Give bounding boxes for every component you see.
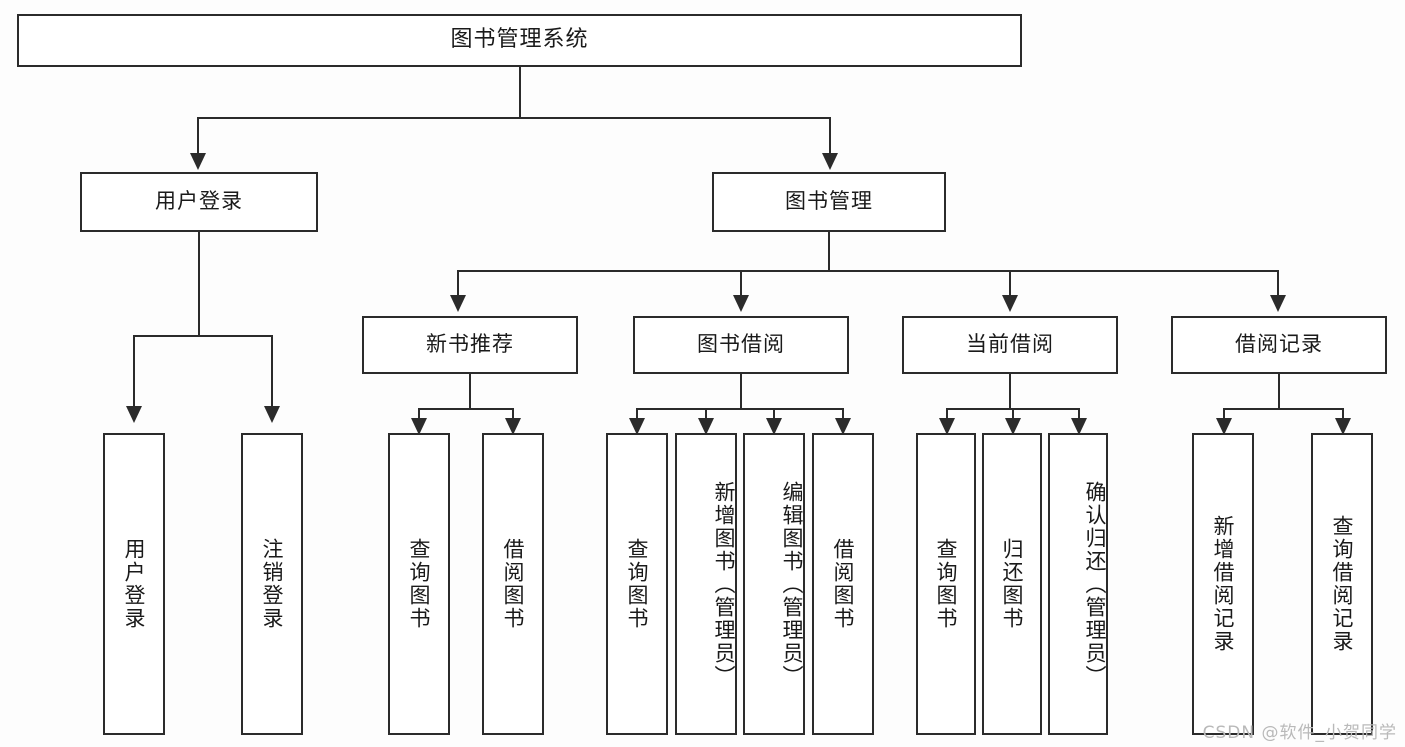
arrowhead-to-borrow-record: [1270, 295, 1286, 312]
connector-user-login-left: [133, 335, 135, 408]
arrowhead-to-new-book-recommend: [450, 295, 466, 312]
leaf-add-borrow-record[interactable]: 新增借阅记录: [1192, 433, 1254, 735]
leaf-logout[interactable]: 注销登录: [241, 433, 303, 735]
node-new-book-recommend[interactable]: 新书推荐: [362, 316, 578, 374]
arrowhead-user-login-leaf-1: [126, 406, 142, 423]
connector-book-borrow-bar: [636, 408, 843, 410]
connector-borrow-record-l: [1223, 408, 1225, 420]
arrowhead-return-book: [1005, 418, 1021, 435]
connector-current-borrow-1: [946, 408, 948, 420]
watermark-text: CSDN @软件_小贺同学: [1202, 723, 1397, 743]
leaf-label: 借阅图书: [831, 538, 856, 630]
node-book-borrow[interactable]: 图书借阅: [633, 316, 849, 374]
node-root-book-management-system[interactable]: 图书管理系统: [17, 14, 1022, 67]
leaf-label: 用户登录: [122, 538, 147, 630]
connector-root-to-user-login: [197, 117, 199, 155]
arrowhead-query-book-3: [939, 418, 955, 435]
connector-new-book-recommend-bar: [418, 408, 512, 410]
arrowhead-query-book-1: [411, 418, 427, 435]
arrowhead-query-book-2: [629, 418, 645, 435]
connector-borrow-record-stem: [1278, 374, 1280, 408]
leaf-query-borrow-record[interactable]: 查询借阅记录: [1311, 433, 1373, 735]
leaf-label: 编辑图书（管理员）: [780, 480, 804, 688]
connector-root-to-book-management: [829, 117, 831, 155]
leaf-label: 归还图书: [1000, 538, 1025, 630]
connector-current-borrow-2: [1012, 408, 1014, 420]
connector-book-borrow-4: [842, 408, 844, 420]
connector-book-borrow-stem: [740, 374, 742, 408]
leaf-query-book-current[interactable]: 查询图书: [916, 433, 976, 735]
leaf-label: 确认归还（管理员）: [1083, 480, 1107, 688]
node-book-management[interactable]: 图书管理: [712, 172, 946, 232]
leaf-borrow-book-recommend[interactable]: 借阅图书: [482, 433, 544, 735]
arrowhead-user-login-leaf-2: [264, 406, 280, 423]
leaf-query-book-borrow[interactable]: 查询图书: [606, 433, 668, 735]
connector-user-login-bar: [133, 335, 271, 337]
leaf-label: 新增图书（管理员）: [712, 480, 736, 688]
leaf-borrow-book[interactable]: 借阅图书: [812, 433, 874, 735]
connector-book-borrow-2: [705, 408, 707, 420]
leaf-label: 查询图书: [407, 538, 432, 630]
arrowhead-borrow-book-1: [505, 418, 521, 435]
connector-book-management-stem: [828, 232, 830, 270]
node-current-borrow[interactable]: 当前借阅: [902, 316, 1118, 374]
leaf-user-login[interactable]: 用户登录: [103, 433, 165, 735]
connector-new-book-recommend-l: [418, 408, 420, 420]
arrowhead-to-current-borrow: [1002, 295, 1018, 312]
leaf-return-book[interactable]: 归还图书: [982, 433, 1042, 735]
arrowhead-to-book-management: [822, 153, 838, 170]
connector-to-new-book-recommend: [457, 270, 459, 297]
connector-root-bar: [197, 117, 831, 119]
connector-book-borrow-1: [636, 408, 638, 420]
leaf-confirm-return-admin[interactable]: 确认归还（管理员）: [1048, 433, 1108, 735]
connector-book-borrow-3: [773, 408, 775, 420]
leaf-label: 查询图书: [625, 538, 650, 630]
connector-level3-bar: [457, 270, 1278, 272]
leaf-label: 查询图书: [934, 538, 959, 630]
connector-user-login-right: [271, 335, 273, 408]
leaf-label: 查询借阅记录: [1330, 515, 1355, 653]
leaf-label: 借阅图书: [501, 538, 526, 630]
node-user-login[interactable]: 用户登录: [80, 172, 318, 232]
node-borrow-record[interactable]: 借阅记录: [1171, 316, 1387, 374]
connector-borrow-record-bar: [1223, 408, 1342, 410]
connector-root-stem: [519, 67, 521, 117]
arrowhead-borrow-book-2: [835, 418, 851, 435]
connector-new-book-recommend-stem: [469, 374, 471, 408]
connector-current-borrow-3: [1078, 408, 1080, 420]
arrowhead-to-book-borrow: [733, 295, 749, 312]
leaf-label: 新增借阅记录: [1211, 515, 1236, 653]
leaf-label: 注销登录: [260, 538, 285, 630]
arrowhead-edit-book: [766, 418, 782, 435]
arrowhead-to-user-login: [190, 153, 206, 170]
arrowhead-add-book: [698, 418, 714, 435]
arrowhead-confirm-return: [1071, 418, 1087, 435]
connector-to-current-borrow: [1009, 270, 1011, 297]
connector-borrow-record-r: [1342, 408, 1344, 420]
connector-to-book-borrow: [740, 270, 742, 297]
leaf-add-book-admin[interactable]: 新增图书（管理员）: [675, 433, 737, 735]
connector-current-borrow-stem: [1009, 374, 1011, 408]
arrowhead-add-borrow-record: [1216, 418, 1232, 435]
connector-to-borrow-record: [1277, 270, 1279, 297]
leaf-edit-book-admin[interactable]: 编辑图书（管理员）: [743, 433, 805, 735]
connector-user-login-stem: [198, 232, 200, 335]
leaf-query-book-recommend[interactable]: 查询图书: [388, 433, 450, 735]
connector-new-book-recommend-r: [512, 408, 514, 420]
arrowhead-query-borrow-record: [1335, 418, 1351, 435]
